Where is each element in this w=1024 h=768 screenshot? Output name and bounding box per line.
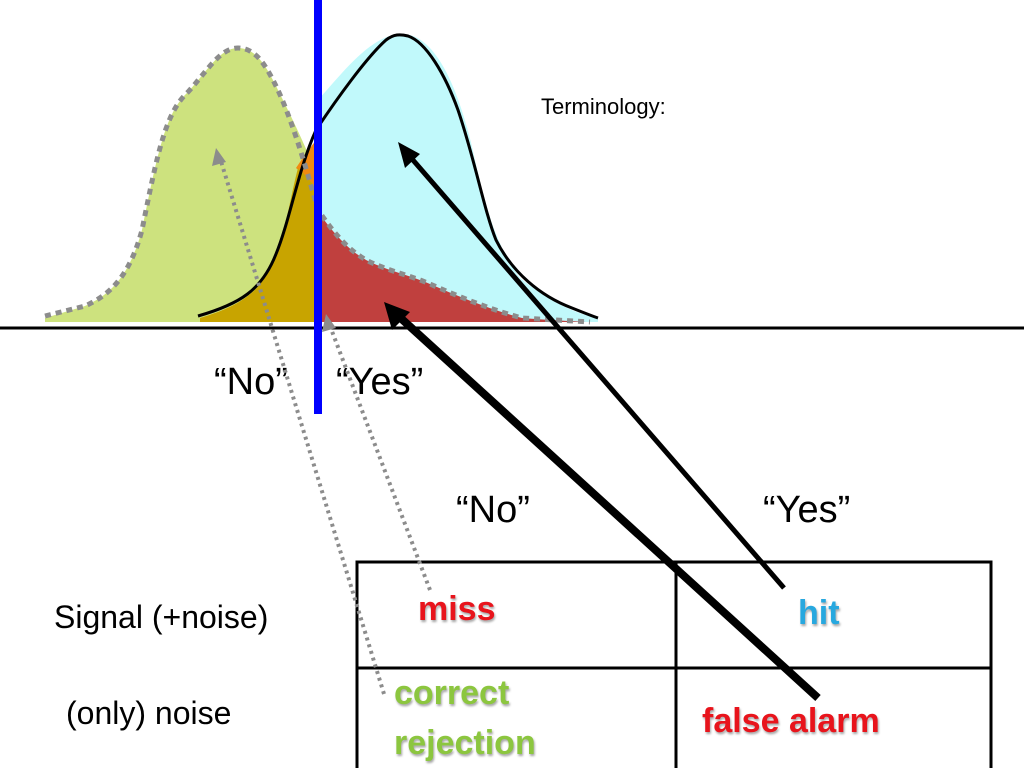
row-label-signal: Signal (+noise) [54,599,268,635]
cell-correct-rejection-line2: rejection [394,724,536,762]
correct-rejection-arrow [212,148,386,695]
noise-distribution [45,48,318,322]
cell-false-alarm: false alarm [702,702,880,740]
noise-curve-outline [44,45,591,325]
cell-miss: miss [418,590,496,628]
overlap-no-region [200,168,318,322]
cell-hit: hit [798,594,840,632]
criterion-label-no: “No” [214,361,288,403]
signal-curve-outline [197,33,599,320]
terminology-label: Terminology: [541,94,666,119]
cell-correct-rejection-line1: correct [394,674,509,712]
miss-arrow [322,314,432,591]
hit-arrowhead [398,142,420,168]
hit-arrow [398,142,786,590]
signal-distribution [318,34,598,322]
column-header-no: “No” [456,489,530,531]
criterion-label-yes: “Yes” [336,361,423,403]
row-label-noise: (only) noise [66,695,231,731]
column-header-yes: “Yes” [763,489,850,531]
correct-rejection-arrowhead [212,148,226,166]
false-alarm-arrowhead [384,302,410,330]
false-alarm-region [318,212,586,322]
miss-arrowhead [322,314,336,332]
false-alarm-arrow [384,302,821,701]
